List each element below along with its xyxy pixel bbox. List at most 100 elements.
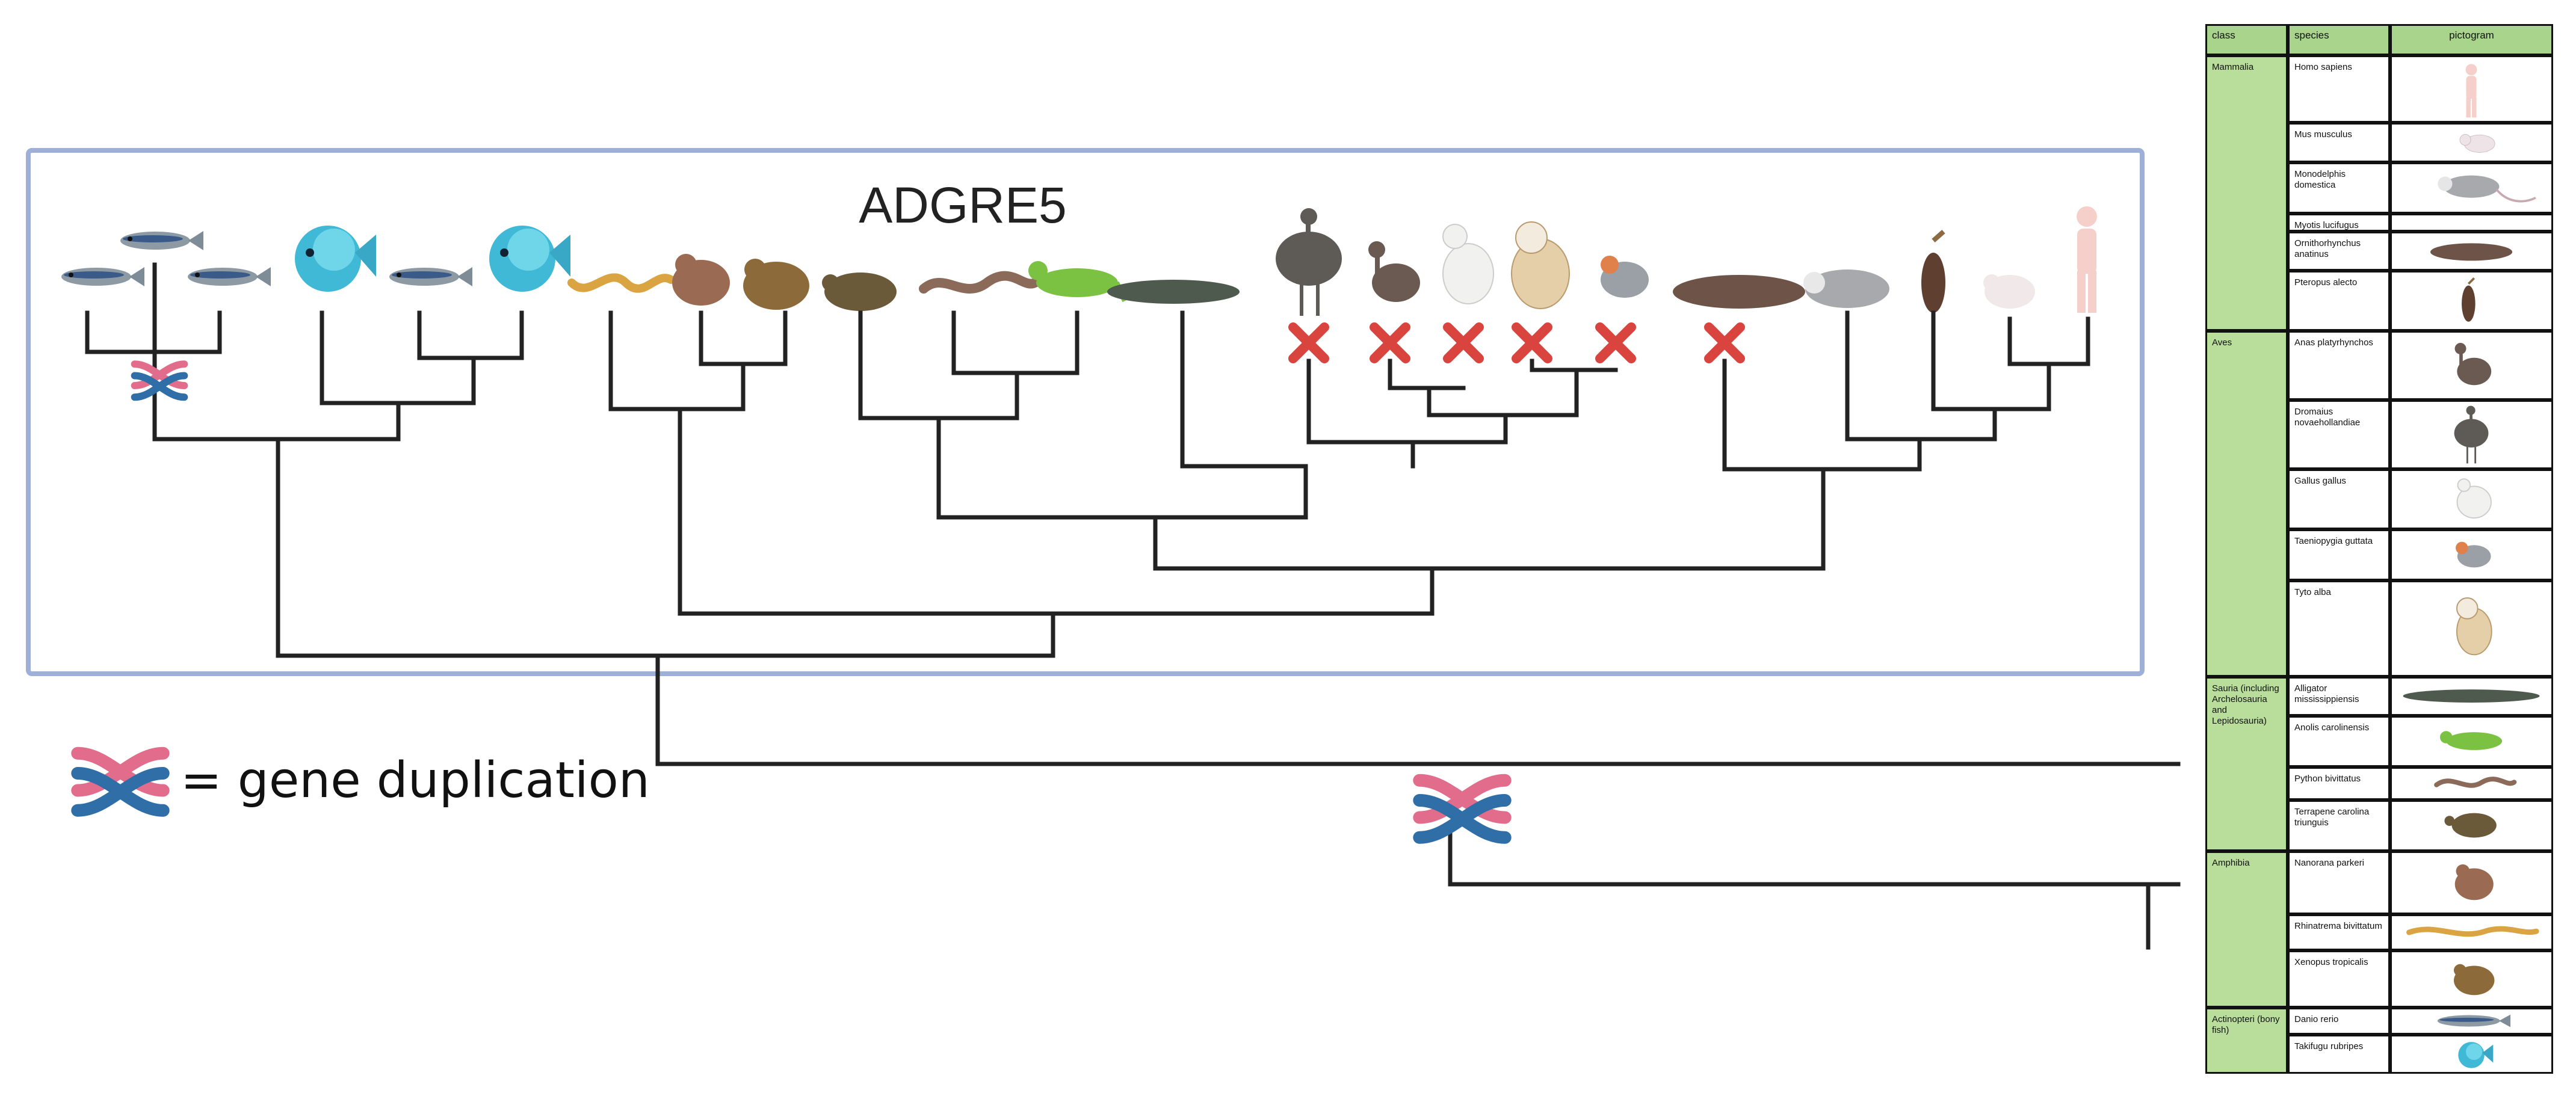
owl-icon bbox=[2456, 597, 2492, 656]
species-cell: Terrapene carolina triunguis bbox=[2288, 800, 2390, 851]
toad-icon bbox=[743, 259, 809, 310]
finch-icon bbox=[2456, 541, 2491, 568]
pictogram-cell bbox=[2390, 677, 2553, 716]
snake-icon bbox=[919, 271, 1040, 294]
species-cell: Ornithorhynchus anatinus bbox=[2288, 232, 2390, 271]
pictogram-cell bbox=[2390, 716, 2553, 767]
pictogram-cell bbox=[2390, 767, 2553, 800]
toad-icon bbox=[2453, 964, 2495, 996]
species-cell: Anas platyrhynchos bbox=[2288, 331, 2390, 400]
pufferfish-icon bbox=[2458, 1042, 2494, 1068]
pictogram-cell bbox=[2390, 580, 2553, 677]
gene-loss-cross bbox=[1516, 327, 1548, 359]
species-table: class species pictogram Mammalia Homo sa… bbox=[2205, 24, 2553, 1074]
species-cell: Danio rerio bbox=[2288, 1008, 2390, 1035]
opossum-icon bbox=[1803, 269, 1889, 308]
gene-duplication-icon bbox=[135, 364, 185, 397]
gene-loss-cross bbox=[1374, 327, 1406, 359]
species-cell: Nanorana parkeri bbox=[2288, 851, 2390, 914]
emu-icon bbox=[2454, 405, 2489, 464]
species-cell: Dromaius novaehollandiae bbox=[2288, 400, 2390, 469]
tree-edges bbox=[85, 262, 2181, 950]
gene-loss-cross bbox=[1709, 327, 1740, 359]
snake-icon bbox=[2434, 777, 2517, 788]
chicken-icon bbox=[2456, 478, 2492, 519]
bat-icon bbox=[1921, 230, 1945, 313]
table-header-class: class bbox=[2205, 24, 2288, 55]
frog-icon bbox=[672, 254, 730, 306]
phylogeny-diagram: ADGRE5 bbox=[26, 148, 2181, 950]
pufferfish-icon bbox=[295, 226, 376, 292]
class-cell-mammalia: Mammalia bbox=[2205, 55, 2288, 331]
species-cell: Taeniopygia guttata bbox=[2288, 529, 2390, 580]
pictogram-cell bbox=[2390, 232, 2553, 271]
gene-loss-markers bbox=[1293, 327, 1740, 359]
bat-icon bbox=[2462, 277, 2476, 322]
adgre5-box bbox=[26, 148, 2145, 676]
pictogram-cell bbox=[2390, 529, 2553, 580]
class-cell-actinopteri: Actinopteri (bony fish) bbox=[2205, 1008, 2288, 1074]
mouse-icon bbox=[1983, 274, 2035, 309]
class-cell-sauria: Sauria (including Archelosauria and Lepi… bbox=[2205, 677, 2288, 851]
species-cell: Homo sapiens bbox=[2288, 55, 2390, 123]
caecilian-icon bbox=[567, 273, 675, 293]
species-cell: Rhinatrema bivittatum bbox=[2288, 914, 2390, 950]
pictogram-cell bbox=[2390, 123, 2553, 162]
species-cell: Alligator mississippiensis bbox=[2288, 677, 2390, 716]
legend-label: = gene duplication bbox=[181, 752, 650, 809]
frog-icon bbox=[2454, 864, 2494, 901]
emu-icon bbox=[1276, 208, 1342, 316]
pictogram-cell bbox=[2390, 851, 2553, 914]
species-cell: Gallus gallus bbox=[2288, 469, 2390, 529]
table-header-pictogram: pictogram bbox=[2390, 24, 2553, 55]
table-header-species: species bbox=[2288, 24, 2390, 55]
turtle-icon bbox=[2444, 813, 2497, 838]
finch-icon bbox=[1601, 256, 1649, 298]
zebrafish-icon bbox=[188, 267, 271, 286]
human-icon bbox=[2077, 206, 2097, 313]
platypus-icon bbox=[1673, 275, 1805, 309]
pictogram-cell bbox=[2390, 271, 2553, 331]
zebrafish-icon bbox=[389, 267, 472, 286]
diagram-title: ADGRE5 bbox=[859, 177, 1066, 233]
gene-duplication-icon bbox=[1419, 780, 1506, 837]
platypus-icon bbox=[2430, 243, 2513, 261]
pictogram-cell bbox=[2390, 400, 2553, 469]
species-cell: Xenopus tropicalis bbox=[2288, 950, 2390, 1008]
zebrafish-icon bbox=[61, 267, 144, 286]
species-cell: Takifugu rubripes bbox=[2288, 1035, 2390, 1074]
alligator-icon bbox=[1107, 280, 1240, 304]
alligator-icon bbox=[2403, 689, 2540, 703]
opossum-icon bbox=[2438, 175, 2536, 203]
turtle-icon bbox=[822, 272, 897, 311]
caecilian-icon bbox=[2406, 926, 2539, 937]
gene-duplication-legend-icon bbox=[78, 753, 164, 810]
species-cell: Tyto alba bbox=[2288, 580, 2390, 677]
species-cell: Python bivittatus bbox=[2288, 767, 2390, 800]
species-cell: Mus musculus bbox=[2288, 123, 2390, 162]
pictogram-cell bbox=[2390, 162, 2553, 214]
pictogram-cell bbox=[2390, 1008, 2553, 1035]
pictogram-cell bbox=[2390, 469, 2553, 529]
mouse-icon bbox=[2459, 134, 2495, 153]
pictogram-cell bbox=[2390, 800, 2553, 851]
zebrafish-icon bbox=[2437, 1014, 2511, 1027]
pictogram-cell bbox=[2390, 214, 2553, 232]
gene-loss-cross bbox=[1448, 327, 1479, 359]
pufferfish-icon bbox=[489, 226, 570, 292]
gene-loss-cross bbox=[1600, 327, 1631, 359]
pictogram-cell bbox=[2390, 914, 2553, 950]
human-icon bbox=[2465, 64, 2477, 118]
duck-icon bbox=[2454, 343, 2492, 386]
species-cell: Anolis carolinensis bbox=[2288, 716, 2390, 767]
species-cell: Myotis lucifugus bbox=[2288, 214, 2390, 232]
duck-icon bbox=[1368, 241, 1420, 302]
class-cell-amphibia: Amphibia bbox=[2205, 851, 2288, 1008]
owl-icon bbox=[1511, 221, 1570, 309]
pictogram-cell bbox=[2390, 55, 2553, 123]
pictogram-cell bbox=[2390, 1035, 2553, 1074]
species-cell: Monodelphis domestica bbox=[2288, 162, 2390, 214]
class-cell-aves: Aves bbox=[2205, 331, 2288, 677]
chicken-icon bbox=[1442, 224, 1494, 304]
species-cell: Pteropus alecto bbox=[2288, 271, 2390, 331]
